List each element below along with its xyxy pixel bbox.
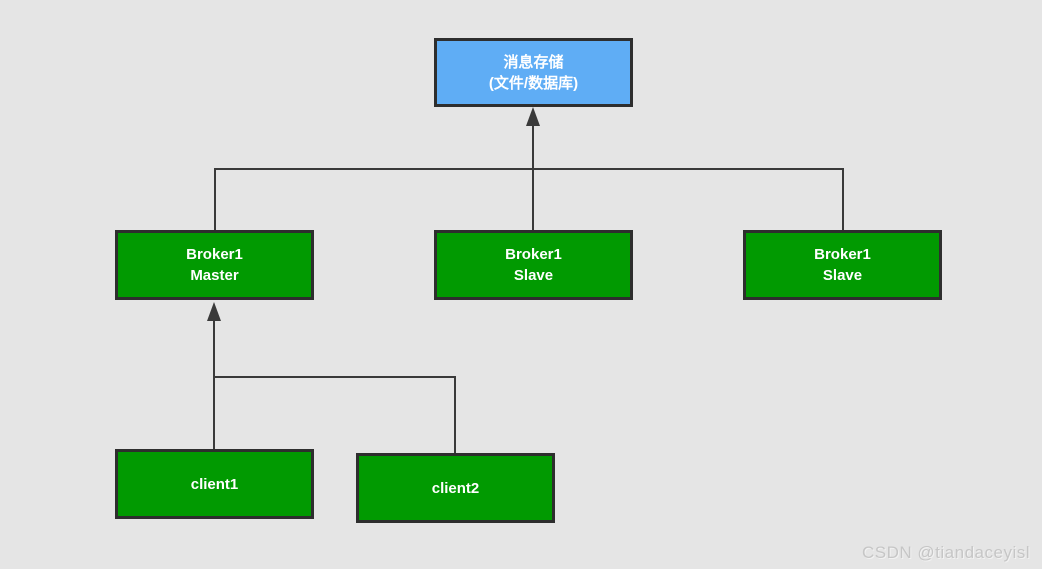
edge-client-bus <box>214 376 456 453</box>
node-storage-label-line1: 消息存储 <box>503 53 564 71</box>
node-client1: client1 <box>115 449 314 519</box>
node-storage-label-line2: (文件/数据库) <box>488 74 579 92</box>
csdn-watermark: CSDN @tiandaceyisl <box>862 543 1030 562</box>
node-broker1-slave-right: Broker1 Slave <box>743 230 942 300</box>
node-broker1-master-label-line2: Master <box>190 267 239 284</box>
node-storage: 消息存储 (文件/数据库) <box>434 38 633 107</box>
edge-broker-bus <box>214 168 844 230</box>
node-broker1-slave-middle-label-line2: Slave <box>513 267 554 284</box>
node-client1-label: client1 <box>190 475 239 493</box>
node-broker1-slave-right-label-line1: Broker1 <box>814 246 871 263</box>
node-broker1-master: Broker1 Master <box>115 230 314 300</box>
node-broker1-slave-right-label-line2: Slave <box>822 267 863 284</box>
node-broker1-master-label-line1: Broker1 <box>186 246 243 263</box>
arrowhead-to-storage <box>526 107 540 126</box>
node-client2-label: client2 <box>431 479 480 497</box>
node-broker1-slave-middle: Broker1 Slave <box>434 230 633 300</box>
node-client2: client2 <box>356 453 555 523</box>
arrowhead-to-master <box>207 302 221 321</box>
node-broker1-slave-middle-label-line1: Broker1 <box>505 246 562 263</box>
